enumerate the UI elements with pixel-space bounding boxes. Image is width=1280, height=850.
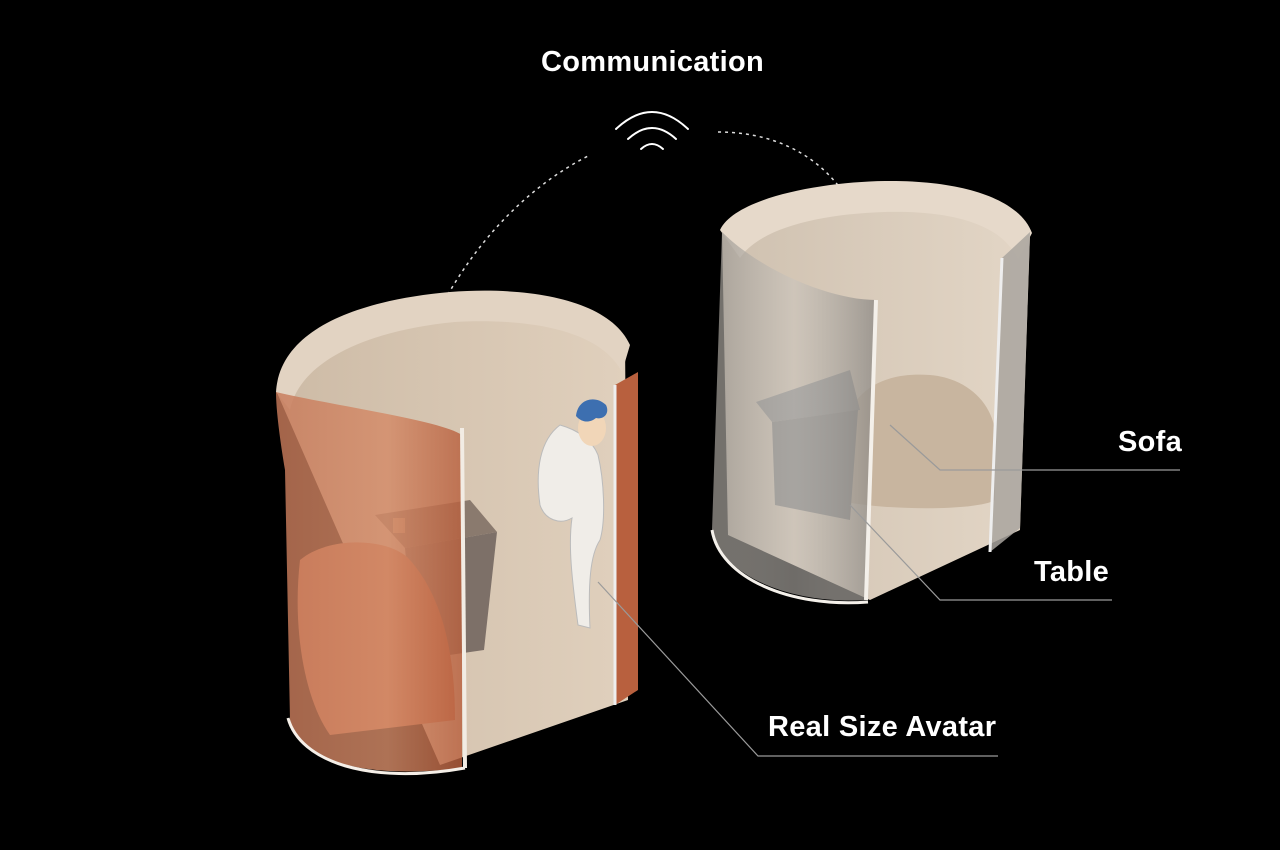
left-booth-top-rim xyxy=(276,290,630,410)
left-booth-side-panel xyxy=(615,372,638,705)
avatar-hair xyxy=(576,399,608,422)
leader-lines xyxy=(597,424,1180,757)
leader-avatar xyxy=(597,581,998,757)
right-booth xyxy=(710,180,1032,605)
left-booth-base-edge xyxy=(286,717,466,776)
right-booth-front-edge xyxy=(864,299,878,601)
left-booth-outer-panel xyxy=(276,392,462,772)
right-booth-mesh-panel xyxy=(712,232,876,601)
real-size-avatar xyxy=(537,399,608,629)
real-size-avatar-label: Real Size Avatar xyxy=(768,711,997,743)
wifi-signal-icon xyxy=(615,111,689,150)
right-booth-base-edge xyxy=(710,529,869,605)
right-booth-top-rim xyxy=(720,180,1032,260)
right-booth-sofa xyxy=(835,374,995,509)
sofa-label: Sofa xyxy=(1118,426,1183,458)
leader-sofa xyxy=(889,424,1180,471)
left-booth-front-edge xyxy=(460,427,467,769)
table-label: Table xyxy=(1034,556,1110,588)
communication-label: Communication xyxy=(541,46,765,78)
left-booth xyxy=(276,290,638,776)
leader-table xyxy=(849,504,1112,601)
avatar-body xyxy=(537,424,605,629)
